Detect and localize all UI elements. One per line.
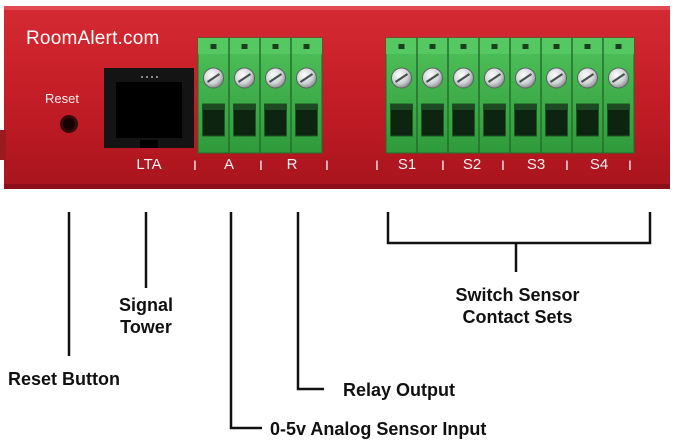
switch-sensor-terminal-block-terminal[interactable] — [478, 38, 506, 153]
switch-sensor-line2: Contact Sets — [462, 307, 573, 327]
port-label-lta: LTA — [136, 156, 162, 173]
switch-sensor-terminal-block — [385, 37, 635, 154]
analog-relay-terminal-block-terminal[interactable] — [290, 38, 318, 153]
switch-sensor-terminal-block-terminal[interactable] — [540, 38, 568, 153]
port-label-s1: S1 — [397, 156, 417, 173]
separator-8: I — [628, 157, 632, 173]
analog-leader — [229, 212, 262, 430]
reset-hole[interactable] — [60, 115, 78, 133]
signal-tower-line2: Tower — [120, 317, 172, 337]
switch-sensor-line1: Switch Sensor — [455, 285, 580, 305]
reset-label: Reset — [45, 91, 79, 106]
lta-port[interactable] — [104, 68, 194, 148]
callout-lines — [67, 212, 652, 430]
switch-sensor-terminal-block-terminal[interactable] — [571, 38, 599, 153]
port-label-s4: S4 — [589, 156, 609, 173]
terminal-blocks — [197, 37, 635, 154]
separator-1: I — [193, 157, 197, 173]
switch-sensor-terminal-block-terminal[interactable] — [509, 38, 537, 153]
switch-sensor-terminal-block-terminal[interactable] — [416, 38, 444, 153]
signal-tower-line1: Signal — [118, 295, 173, 315]
analog-relay-terminal-block-terminal[interactable] — [228, 38, 256, 153]
separator-7: I — [565, 157, 569, 173]
reset-button-label: Reset Button — [8, 369, 120, 389]
switch-sensor-terminal-block-terminal[interactable] — [447, 38, 475, 153]
separator-6: I — [501, 157, 505, 173]
separator-2: I — [259, 157, 263, 173]
port-label-s3: S3 — [526, 156, 546, 173]
relay-leader — [296, 212, 324, 391]
brand-label: RoomAlert.com — [26, 28, 160, 49]
port-label-r: R — [286, 156, 298, 173]
switch-sensor-label: Switch Sensor Contact Sets — [430, 284, 605, 328]
relay-output-label: Relay Output — [343, 380, 456, 400]
analog-input-label: 0-5v Analog Sensor Input — [270, 419, 487, 439]
switch-bracket — [386, 212, 652, 245]
analog-relay-terminal-block-terminal[interactable] — [202, 44, 225, 137]
analog-relay-terminal-block — [197, 37, 323, 154]
switch-sensor-terminal-block-terminal[interactable] — [390, 44, 413, 137]
port-label-a: A — [223, 156, 234, 173]
signal-tower-label: Signal Tower — [100, 294, 192, 338]
separator-5: I — [441, 157, 445, 173]
port-label-s2: S2 — [462, 156, 482, 173]
switch-sensor-terminal-block-terminal[interactable] — [602, 38, 630, 153]
separator-3: I — [325, 157, 329, 173]
analog-relay-terminal-block-terminal[interactable] — [259, 38, 287, 153]
separator-4: I — [375, 157, 379, 173]
